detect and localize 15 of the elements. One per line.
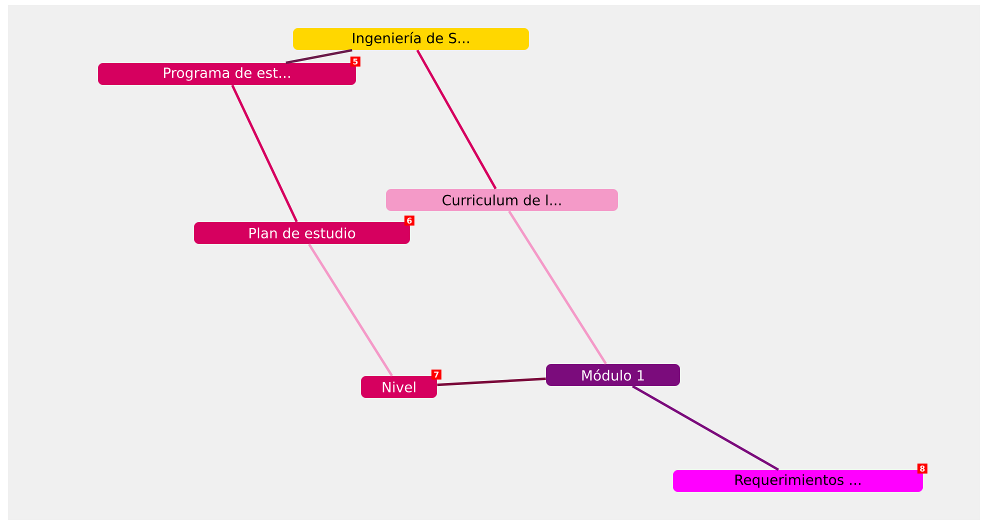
topic-box: Ingeniería de S...	[293, 28, 529, 50]
count-badge: 6	[404, 216, 414, 226]
connector	[286, 48, 352, 64]
connector	[231, 84, 298, 222]
connector	[508, 210, 607, 364]
topic-box: Programa de est...	[98, 63, 356, 85]
count-badge: 8	[917, 464, 928, 474]
topic-box: Módulo 1	[546, 364, 680, 386]
count-badge: 5	[350, 56, 360, 67]
connector	[416, 50, 497, 190]
connector	[632, 385, 780, 471]
connector	[437, 378, 546, 386]
connector	[308, 244, 394, 376]
topic-box: Curriculum de l...	[386, 189, 618, 211]
count-badge: 7	[431, 370, 442, 380]
